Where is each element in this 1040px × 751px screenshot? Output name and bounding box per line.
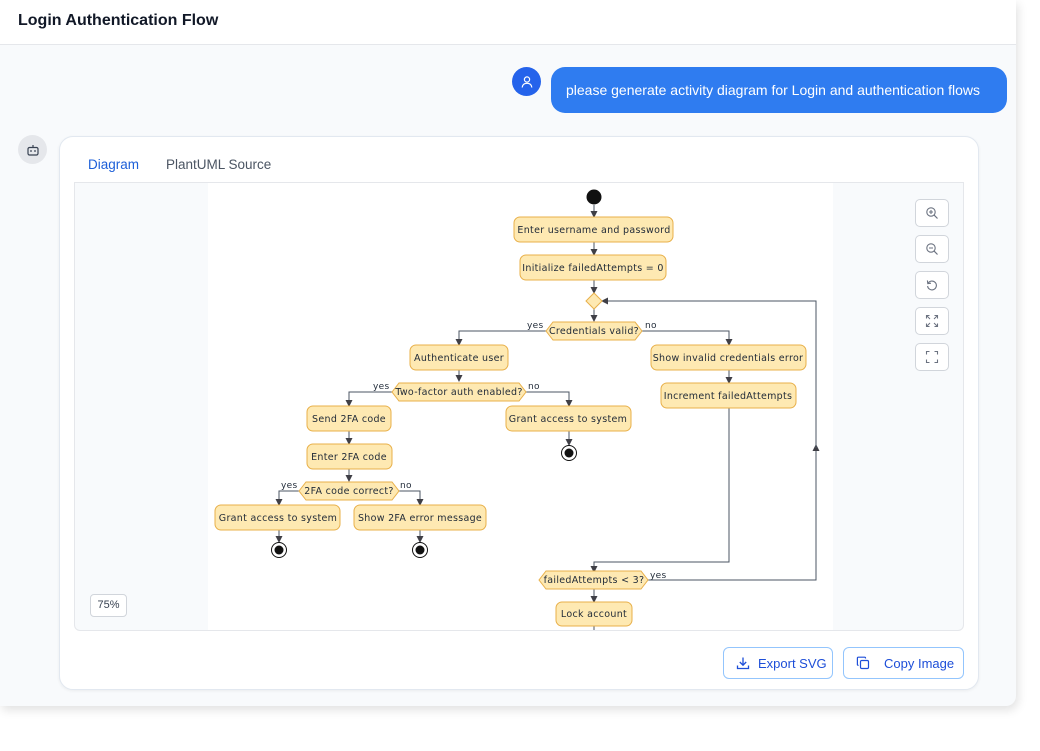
action-increment-attempts-label: Increment failedAttempts: [664, 391, 793, 402]
zoom-in-button[interactable]: [915, 199, 949, 227]
end-node-2fa-error: [412, 542, 428, 558]
edge-label-tfa-no: no: [528, 382, 540, 392]
fullscreen-button[interactable]: [915, 343, 949, 371]
decision-credentials-valid-label: Credentials valid?: [549, 326, 639, 337]
reset-zoom-button[interactable]: [915, 271, 949, 299]
edge-label-code-yes: yes: [281, 481, 297, 491]
download-icon: [736, 657, 750, 670]
tab-bar: Diagram PlantUML Source: [74, 151, 964, 189]
edge-label-tfa-yes: yes: [373, 382, 389, 392]
action-grant-access-2fa-label: Grant access to system: [219, 513, 337, 524]
action-authenticate-user-label: Authenticate user: [414, 353, 504, 364]
decision-twofa-enabled-label: Two-factor auth enabled?: [394, 387, 522, 398]
reset-icon: [926, 280, 937, 291]
edge-label-attempts-yes: yes: [650, 571, 666, 581]
edge-label-code-no: no: [400, 481, 412, 491]
zoom-out-button[interactable]: [915, 235, 949, 263]
decision-attempts-check-label: failedAttempts < 3?: [544, 575, 645, 586]
robot-icon: [26, 144, 39, 156]
zoom-out-icon: [926, 243, 938, 255]
decision-twofa-enabled: Two-factor auth enabled?: [391, 382, 527, 402]
zoom-in-icon: [926, 207, 938, 219]
decision-twofa-correct: 2FA code correct?: [298, 481, 400, 501]
action-lock-account-label: Lock account: [561, 609, 627, 620]
copy-image-button[interactable]: Copy Image: [843, 647, 964, 679]
end-node-grant-2fa: [271, 542, 287, 558]
tab-diagram-label: Diagram: [88, 157, 140, 172]
diagram-viewer[interactable]: Enter username and password Initialize f…: [74, 182, 964, 631]
action-show-2fa-error-label: Show 2FA error message: [358, 513, 482, 524]
bot-avatar: [18, 135, 47, 164]
user-message: please generate activity diagram for Log…: [551, 67, 1007, 113]
diagram-card: Diagram PlantUML Source: [59, 136, 979, 690]
action-show-invalid: Show invalid credentials error: [650, 344, 807, 371]
tab-diagram[interactable]: Diagram: [88, 157, 166, 189]
fit-icon: [925, 314, 939, 328]
action-lock-account: Lock account: [555, 601, 633, 627]
export-svg-label: Export SVG: [758, 655, 827, 671]
edge-label-cred-yes: yes: [527, 321, 543, 331]
fullscreen-icon: [925, 350, 939, 364]
decision-twofa-correct-label: 2FA code correct?: [304, 486, 394, 497]
tab-plantuml-source[interactable]: PlantUML Source: [166, 157, 272, 172]
action-init-attempts: Initialize failedAttempts = 0: [519, 254, 667, 281]
action-init-attempts-label: Initialize failedAttempts = 0: [522, 263, 663, 274]
action-enter-2fa-label: Enter 2FA code: [311, 452, 387, 463]
action-show-invalid-label: Show invalid credentials error: [653, 353, 804, 364]
diagram-canvas[interactable]: Enter username and password Initialize f…: [208, 183, 833, 630]
app-window: Login Authentication Flow please generat…: [0, 0, 1016, 690]
user-avatar: [512, 67, 541, 96]
action-enter-credentials-label: Enter username and password: [517, 225, 670, 236]
action-increment-attempts: Increment failedAttempts: [660, 382, 797, 409]
merge-diamond: [585, 292, 603, 310]
page-title: Login Authentication Flow: [18, 12, 219, 29]
edge-label-cred-no: no: [645, 321, 657, 331]
copy-image-label: Copy Image: [884, 655, 955, 671]
action-grant-access-no2fa: Grant access to system: [505, 405, 632, 432]
action-grant-access-no2fa-label: Grant access to system: [509, 414, 627, 425]
action-enter-credentials: Enter username and password: [513, 216, 674, 243]
action-authenticate-user: Authenticate user: [409, 344, 509, 371]
action-enter-2fa: Enter 2FA code: [306, 443, 393, 470]
action-show-2fa-error: Show 2FA error message: [353, 504, 487, 531]
copy-icon: [856, 656, 870, 670]
action-grant-access-2fa: Grant access to system: [214, 504, 341, 531]
header: Login Authentication Flow: [0, 0, 1016, 45]
decision-attempts-check: failedAttempts < 3?: [538, 570, 649, 590]
activity-diagram: Enter username and password Initialize f…: [214, 189, 820, 630]
fit-to-screen-button[interactable]: [915, 307, 949, 335]
user-icon: [521, 75, 532, 88]
zoom-level-indicator: 75%: [90, 594, 127, 617]
action-send-2fa: Send 2FA code: [306, 405, 392, 432]
start-node: [586, 189, 602, 205]
export-svg-button[interactable]: Export SVG: [723, 647, 833, 679]
decision-credentials-valid: Credentials valid?: [545, 321, 643, 341]
action-send-2fa-label: Send 2FA code: [312, 414, 386, 425]
end-node-grant-no2fa: [561, 445, 577, 461]
